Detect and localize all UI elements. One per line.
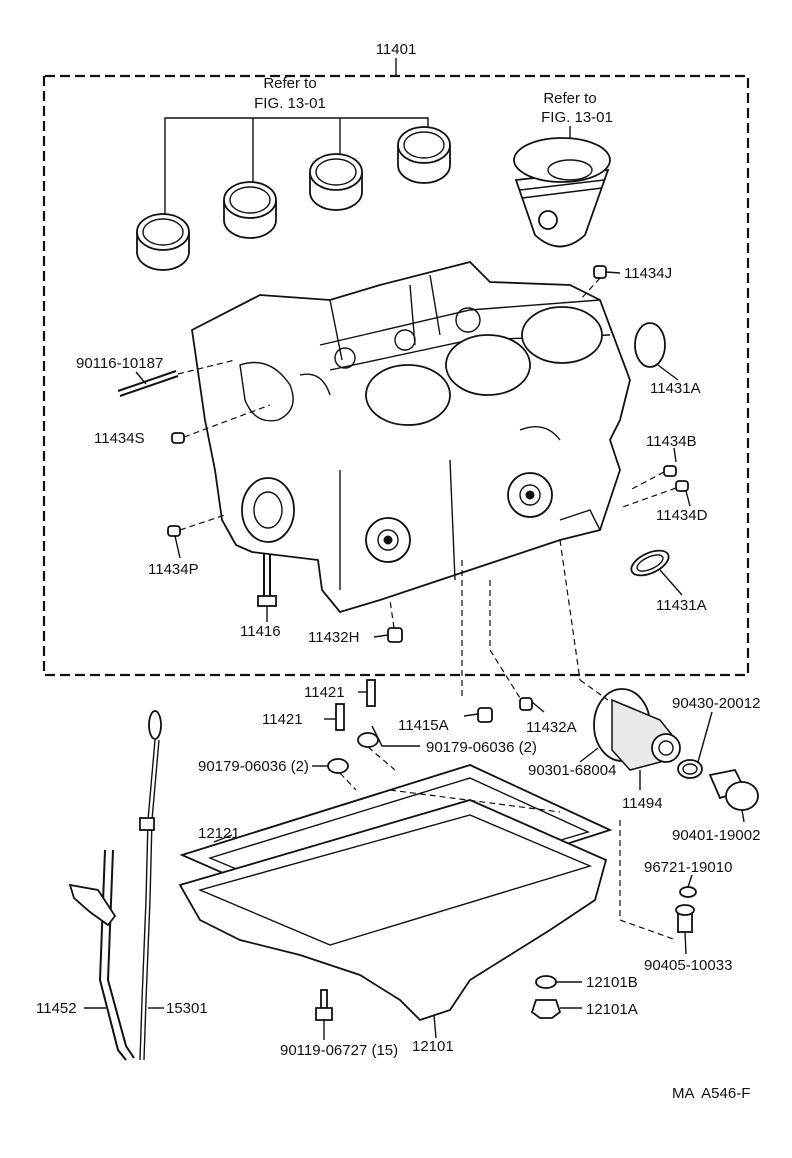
label-11434J: 11434J [624, 265, 672, 282]
stud-11421-upper-icon [358, 679, 376, 707]
label-11416: 11416 [240, 623, 281, 640]
gasket-96721-19010-icon [679, 874, 697, 898]
part-11431A-top-icon [634, 322, 679, 381]
assembly-frame [42, 58, 750, 677]
union-bolt-90401-19002-icon [708, 768, 759, 823]
oil-filter-bracket-11494-icon [559, 539, 681, 790]
bearing-3-icon [309, 153, 363, 211]
nut-90179-06036-right-icon [357, 725, 420, 771]
label-90401-19002: 90401-19002 [672, 827, 760, 844]
label-11452: 11452 [36, 1000, 77, 1017]
label-11432A: 11432A [526, 719, 577, 736]
bearing-4-icon [397, 126, 451, 184]
plug-12101A-icon [530, 999, 582, 1019]
label-11432H: 11432H [308, 629, 359, 646]
part-11434D-icon [619, 480, 691, 509]
assembly-number: 11401 [376, 41, 417, 58]
label-11421-upper: 11421 [304, 684, 345, 701]
label-90430-20012: 90430-20012 [672, 695, 760, 712]
plug-11432H-icon [373, 599, 403, 643]
nut-90179-06036-left-icon [312, 758, 357, 791]
part-11434B-icon [629, 447, 677, 491]
refer-left-line2: FIG. 13-01 [254, 95, 326, 112]
stud-90116-10187-icon [117, 359, 236, 397]
gasket-90430-20012-icon [677, 711, 713, 779]
label-90179-06036-right: 90179-06036 (2) [426, 739, 537, 756]
label-11434D: 11434D [656, 507, 708, 524]
label-11421-lower: 11421 [262, 711, 303, 728]
crankshaft-bearings [136, 117, 451, 271]
label-11431A-top: 11431A [650, 380, 701, 397]
refer-right-line2: FIG. 13-01 [541, 109, 613, 126]
part-11431A-bottom-icon [630, 549, 683, 596]
part-11434P-icon [167, 514, 226, 559]
label-11434B: 11434B [646, 433, 697, 450]
label-11415A: 11415A [398, 717, 449, 734]
plug-11415A-icon [461, 560, 493, 723]
label-11434P: 11434P [148, 561, 199, 578]
label-11434S: 11434S [94, 430, 145, 447]
oil-pan-12101-icon [178, 799, 608, 1039]
refer-right-line1: Refer to [543, 90, 596, 107]
label-90405-10033: 90405-10033 [644, 957, 732, 974]
plug-11432A-icon [489, 580, 545, 713]
label-90179-06036-left: 90179-06036 (2) [198, 758, 309, 775]
refer-left-line1: Refer to [263, 75, 316, 92]
plug-90405-10033-icon [619, 820, 695, 955]
label-11494: 11494 [622, 795, 663, 812]
label-90119-06727: 90119-06727 (15) [280, 1042, 398, 1059]
oil-level-gauge-15301-icon [139, 710, 164, 1061]
label-12121: 12121 [198, 825, 240, 842]
label-12101B: 12101B [586, 974, 638, 991]
piston-icon [513, 126, 611, 248]
label-12101A: 12101A [586, 1001, 638, 1018]
label-96721-19010: 96721-19010 [644, 859, 732, 876]
oil-level-gauge-guide-11452-icon [68, 849, 135, 1061]
part-11434J-icon [579, 265, 621, 301]
stud-11421-lower-icon [324, 703, 345, 731]
cylinder-block [191, 261, 631, 614]
bearing-1-icon [136, 213, 190, 271]
bearing-2-icon [223, 181, 277, 239]
label-90301-68004: 90301-68004 [528, 762, 616, 779]
label-12101: 12101 [412, 1038, 454, 1055]
gasket-12101B-icon [535, 975, 582, 989]
bolt-90119-06727-icon [315, 989, 333, 1040]
label-15301: 15301 [166, 1000, 208, 1017]
bolt-11416-icon [257, 554, 277, 622]
part-11434S-icon [171, 404, 271, 444]
label-90116-10187: 90116-10187 [76, 355, 163, 372]
figure-code: MA A546-F [672, 1085, 750, 1102]
label-11431A-bottom: 11431A [656, 597, 707, 614]
